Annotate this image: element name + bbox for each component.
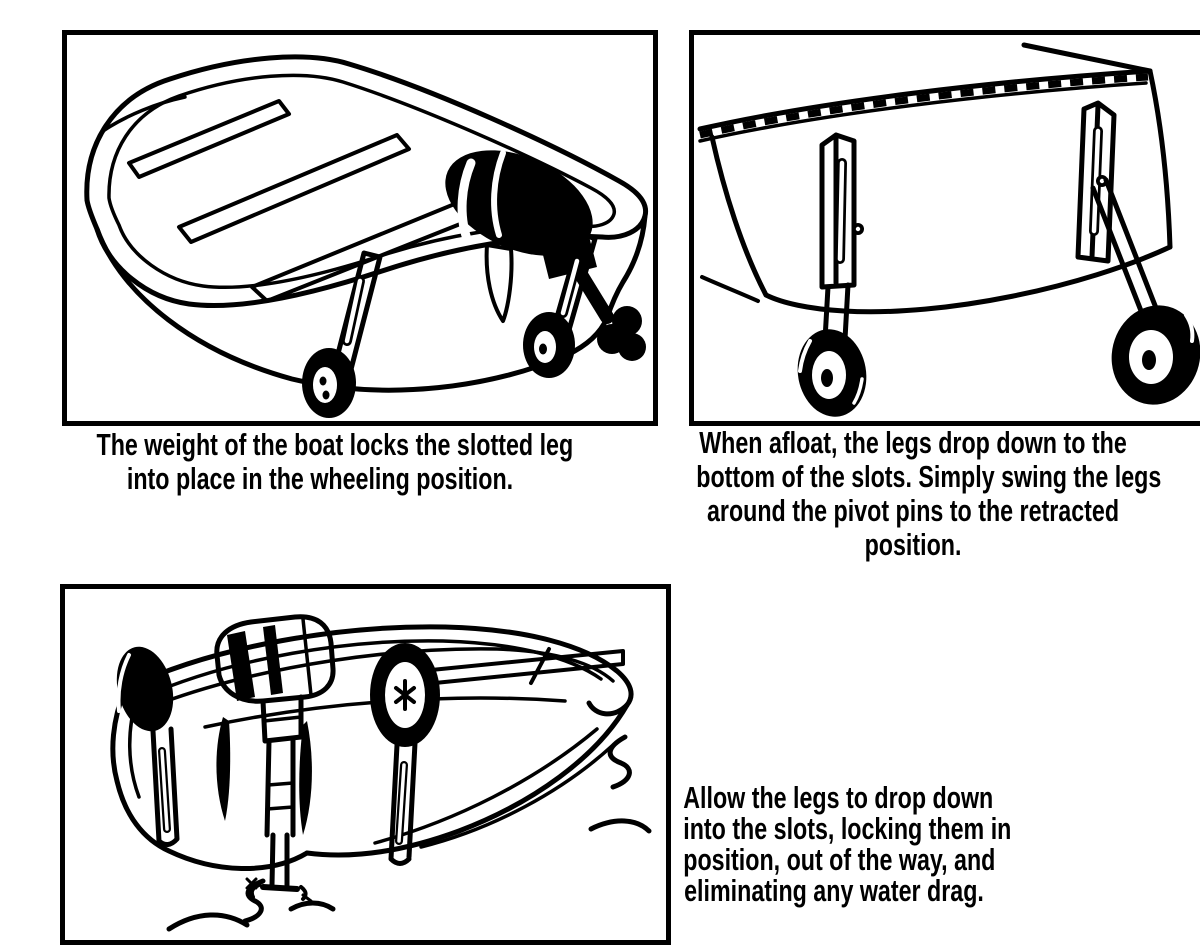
caption-line: Allow the legs to drop down [683,780,994,815]
caption-line: When afloat, the legs drop down to the [699,425,1127,460]
caption-line: position. [864,527,962,562]
boat-wheeling-illustration [84,54,649,418]
boat-afloat-wheels-up-illustration [110,614,652,932]
caption-line: into place in the wheeling position. [126,461,514,496]
caption-legs-retracted: Allow the legs to drop down into the slo… [633,782,1035,906]
caption-line: bottom of the slots. Simply swing the le… [696,459,1162,494]
caption-legs-down-afloat: When afloat, the legs drop down to the b… [624,426,1200,562]
caption-line: position, out of the way, and [683,842,996,877]
caption-line: around the pivot pins to the retracted [706,493,1120,528]
caption-line: into the slots, locking them in [683,811,1012,846]
caption-line: The weight of the boat locks the slotted… [96,427,574,462]
figure-legs-retracted [60,584,671,945]
transom-legs-down-illustration [697,42,1200,417]
caption-wheeling-position: The weight of the boat locks the slotted… [22,428,618,496]
caption-line: eliminating any water drag. [684,873,984,908]
figure-legs-down-afloat [689,30,1200,426]
figure-wheeling-position [62,30,658,426]
